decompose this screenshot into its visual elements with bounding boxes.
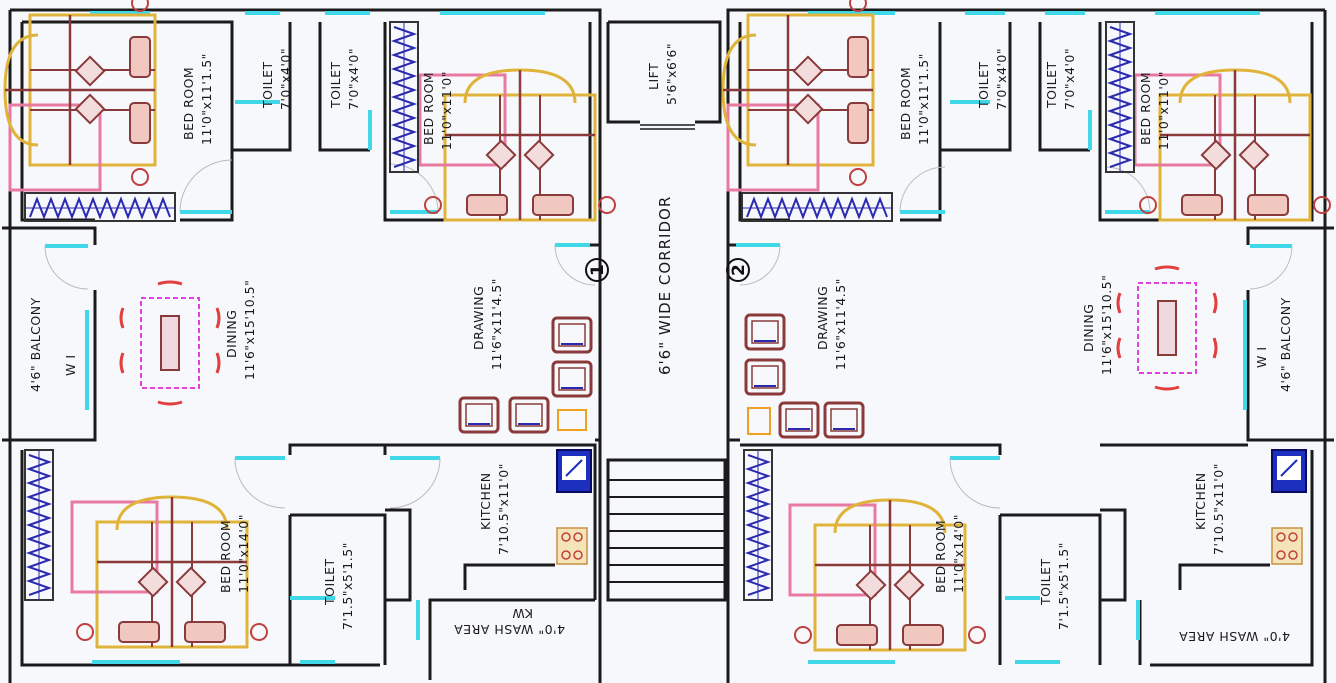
- windows: [45, 11, 1292, 664]
- label-left-bed2-name: BED ROOM: [421, 72, 436, 145]
- label-right-bed1-size: 11'0"x11'1.5": [916, 53, 931, 145]
- label-right-bed3-name: BED ROOM: [933, 520, 948, 593]
- label-right-bed1-name: BED ROOM: [898, 67, 913, 140]
- unit-2-marker: [726, 258, 750, 282]
- label-left-kitchen-name: KITCHEN: [478, 472, 493, 530]
- label-left-toilet3-name: TOILET: [322, 558, 337, 606]
- label-right-bed2-size: 11'0"x11'0": [1156, 71, 1171, 150]
- label-left-balcony: 4'6" BALCONY: [28, 297, 43, 392]
- furniture-left: [3, 0, 617, 649]
- label-left-toilet2-size: 7'0"x4'0": [346, 48, 361, 110]
- label-left-wash: 4'0" WASH AREA: [454, 622, 565, 637]
- label-right-kitchen-size: 7'10.5"x11'0": [1211, 463, 1226, 555]
- walls: [2, 8, 1334, 683]
- label-left-drawing-size: 11'6"x11'4.5": [489, 278, 504, 370]
- label-left-bed3-name: BED ROOM: [218, 520, 233, 593]
- label-right-toilet2-name: TOILET: [1044, 61, 1059, 109]
- stairs: [608, 479, 725, 583]
- label-left-bed3-size: 11'0"x14'0": [236, 514, 251, 593]
- label-right-wi: W I: [1254, 346, 1269, 368]
- label-lift-size: 5'6"x6'6": [664, 43, 679, 105]
- label-left-kw: KW: [512, 606, 533, 621]
- label-left-toilet3-size: 7'1.5"x5'1.5": [340, 542, 355, 630]
- lift-door: [640, 124, 695, 130]
- label-right-kitchen-name: KITCHEN: [1193, 472, 1208, 530]
- label-corridor: 6'6" WIDE CORRIDOR: [656, 196, 674, 375]
- label-right-drawing-size: 11'6"x11'4.5": [833, 278, 848, 370]
- labels: BED ROOM 11'0"x11'1.5" TOILET 7'0"x4'0" …: [28, 43, 1293, 644]
- label-right-toilet2-size: 7'0"x4'0": [1062, 48, 1077, 110]
- label-left-bed1-size: 11'0"x11'1.5": [199, 53, 214, 145]
- label-right-toilet3-size: 7'1.5"x5'1.5": [1056, 542, 1071, 630]
- label-left-wi: W I: [63, 354, 78, 376]
- furniture-right: [721, 0, 1332, 652]
- label-unit-2: 2: [729, 264, 749, 276]
- label-right-drawing-name: DRAWING: [815, 286, 830, 350]
- label-left-kitchen-size: 7'10.5"x11'0": [496, 463, 511, 555]
- label-right-balcony: 4'6" BALCONY: [1278, 297, 1293, 392]
- label-left-drawing-name: DRAWING: [471, 286, 486, 350]
- label-right-toilet3-name: TOILET: [1038, 558, 1053, 606]
- label-left-dining-size: 11'6"x15'10.5": [242, 280, 257, 380]
- label-right-wash: 4'0" WASH AREA: [1179, 629, 1290, 644]
- label-right-dining-size: 11'6"x15'10.5": [1099, 275, 1114, 375]
- label-right-bed3-size: 11'0"x14'0": [951, 514, 966, 593]
- label-unit-1: 1: [588, 264, 608, 276]
- label-lift-name: LIFT: [646, 63, 661, 90]
- label-right-dining-name: DINING: [1081, 304, 1096, 352]
- unit-1-marker: [585, 258, 609, 282]
- label-left-toilet1-size: 7'0"x4'0": [278, 48, 293, 110]
- label-right-toilet1-name: TOILET: [976, 61, 991, 109]
- label-left-toilet1-name: TOILET: [260, 61, 275, 109]
- label-right-bed2-name: BED ROOM: [1138, 72, 1153, 145]
- label-left-bed2-size: 11'0"x11'0": [439, 71, 454, 150]
- label-left-dining-name: DINING: [224, 310, 239, 358]
- label-right-toilet1-size: 7'0"x4'0": [994, 48, 1009, 110]
- door-arcs: [44, 159, 1293, 509]
- label-left-bed1-name: BED ROOM: [181, 67, 196, 140]
- label-left-toilet2-name: TOILET: [328, 61, 343, 109]
